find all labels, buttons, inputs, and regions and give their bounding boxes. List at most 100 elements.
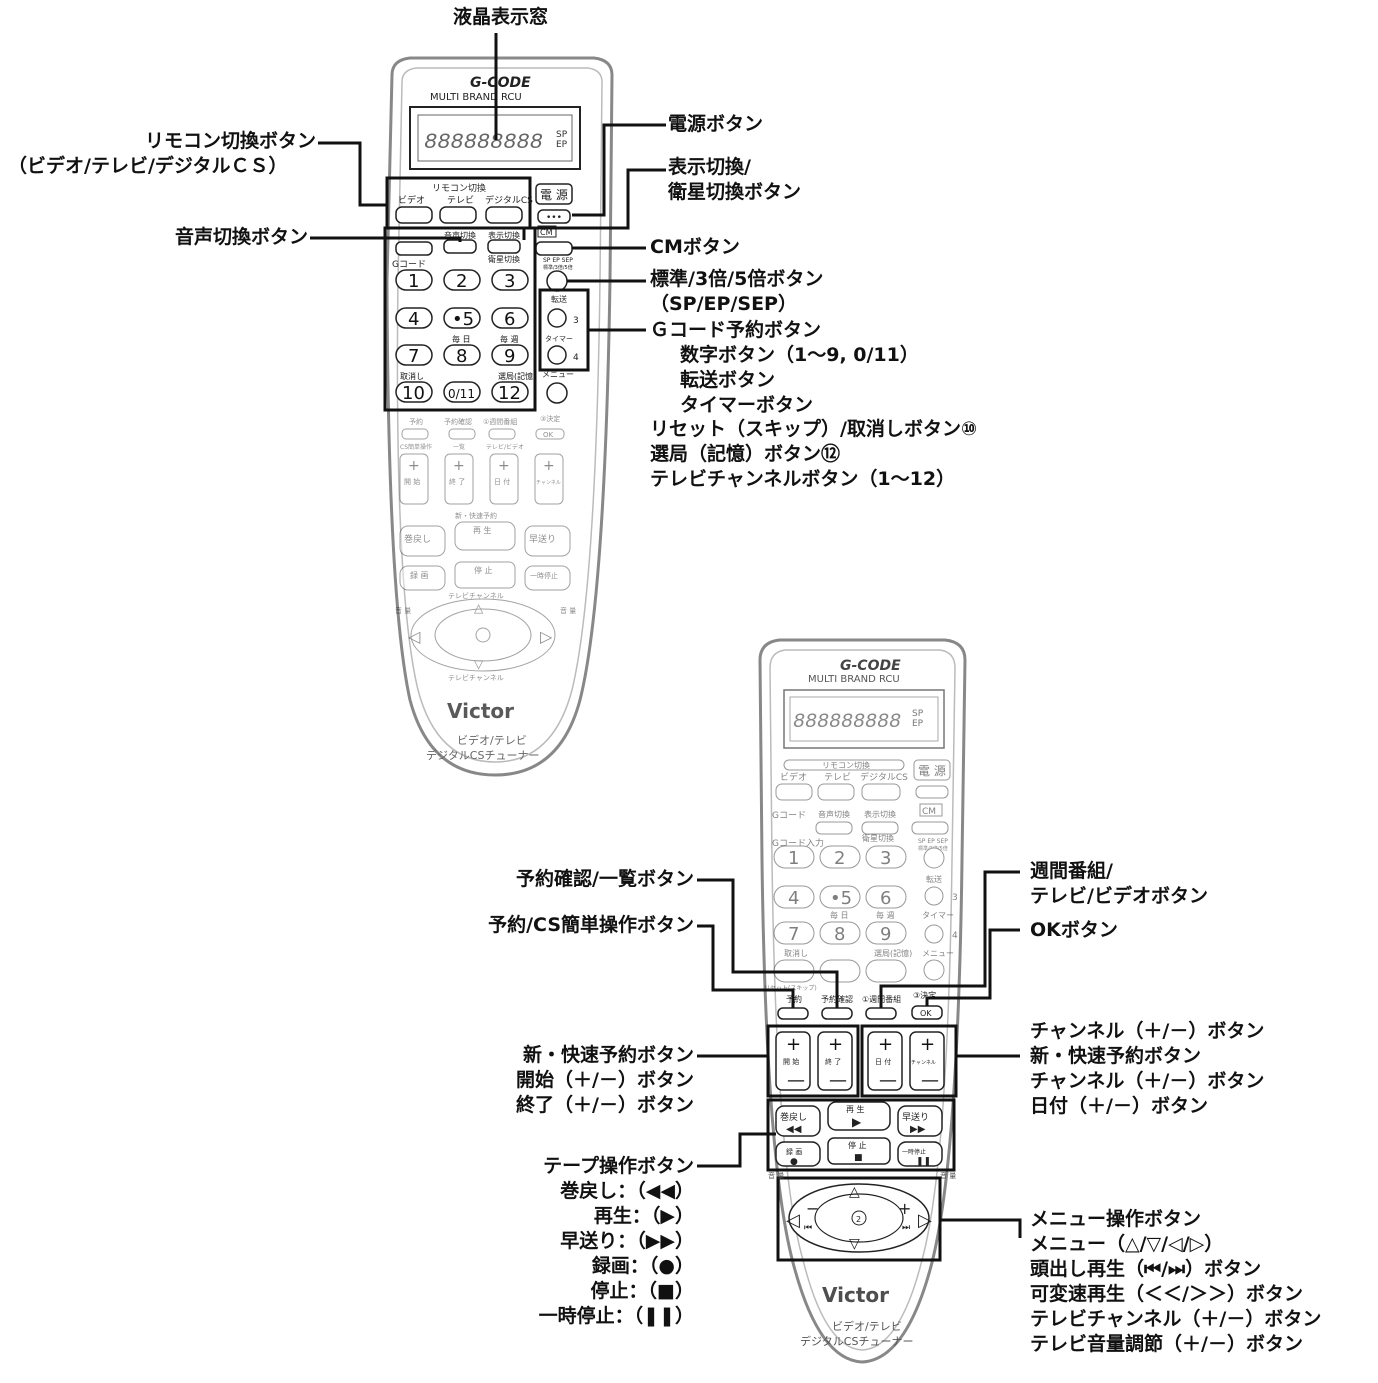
svg-text:メニュー: メニュー bbox=[542, 370, 574, 379]
svg-text:リモコン切換: リモコン切換 bbox=[822, 760, 870, 770]
svg-text:❚❚: ❚❚ bbox=[916, 1157, 931, 1167]
svg-text:日 付: 日 付 bbox=[494, 477, 510, 486]
svg-text:予約: 予約 bbox=[409, 417, 423, 426]
callout-tape-7: 一時停止：（❚❚） bbox=[538, 1305, 694, 1327]
top-transfer-button[interactable] bbox=[547, 308, 567, 328]
callout-new-right-3: チャンネル（＋/－）ボタン bbox=[1030, 1070, 1265, 1092]
svg-text:音声切換: 音声切換 bbox=[818, 809, 850, 819]
svg-text:+: + bbox=[828, 1034, 843, 1055]
top-tv-button[interactable] bbox=[439, 206, 477, 224]
callout-gcode-numbers: 数字ボタン（1～9, 0/11） bbox=[680, 344, 919, 366]
svg-text:デジタルCSチューナー: デジタルCSチューナー bbox=[426, 748, 539, 762]
bottom-ff-button[interactable] bbox=[897, 1105, 943, 1137]
top-key-4[interactable] bbox=[395, 307, 433, 329]
top-key-8[interactable] bbox=[443, 344, 481, 366]
top-key-1[interactable] bbox=[395, 269, 433, 291]
svg-text:毎 日: 毎 日 bbox=[830, 910, 849, 920]
svg-text:7: 7 bbox=[408, 346, 419, 367]
top-key-10[interactable] bbox=[395, 381, 433, 403]
callout-reset: リセット（スキップ）/取消しボタン⑩ bbox=[650, 418, 978, 440]
svg-text:標準/3倍/5倍: 標準/3倍/5倍 bbox=[543, 264, 573, 271]
svg-text:一時停止: 一時停止 bbox=[530, 571, 558, 580]
svg-text:SP EP SEP: SP EP SEP bbox=[918, 838, 948, 845]
bottom-end-button[interactable] bbox=[817, 1031, 853, 1091]
callout-power: 電源ボタン bbox=[668, 113, 764, 135]
callout-tape-4: 早送り：（▶▶） bbox=[560, 1230, 694, 1252]
svg-text:CM: CM bbox=[922, 807, 936, 817]
top-gcode-box bbox=[383, 226, 537, 412]
top-video-button[interactable] bbox=[395, 206, 433, 224]
svg-text:終 了: 終 了 bbox=[449, 477, 465, 486]
bottom-rec-button[interactable] bbox=[775, 1141, 821, 1167]
svg-text:+: + bbox=[898, 1199, 911, 1218]
svg-text:+: + bbox=[920, 1034, 935, 1055]
callout-display-2: 衛星切換ボタン bbox=[668, 181, 802, 203]
top-gcode-button[interactable] bbox=[395, 241, 433, 256]
top-cs-button[interactable] bbox=[485, 206, 523, 224]
svg-text:3: 3 bbox=[573, 316, 579, 326]
top-speed-button[interactable] bbox=[546, 270, 568, 292]
svg-text:•5: •5 bbox=[452, 309, 474, 330]
top-power-button[interactable] bbox=[537, 209, 571, 224]
svg-text:終 了: 終 了 bbox=[825, 1057, 841, 1066]
bottom-pause-button[interactable] bbox=[897, 1141, 943, 1167]
bottom-reserve-button[interactable] bbox=[777, 1007, 809, 1020]
svg-text:毎 週: 毎 週 bbox=[876, 910, 895, 920]
top-victor-logo: Victor bbox=[447, 699, 514, 723]
bottom-date-button[interactable] bbox=[867, 1031, 903, 1091]
bottom-play-button[interactable] bbox=[827, 1101, 891, 1131]
top-key-12[interactable] bbox=[491, 381, 529, 403]
bottom-channel-button[interactable] bbox=[909, 1031, 945, 1091]
bottom-start-button[interactable] bbox=[775, 1031, 811, 1091]
svg-text:早送り: 早送り bbox=[902, 1111, 929, 1123]
svg-text:巻戻し: 巻戻し bbox=[780, 1111, 807, 1123]
svg-text:⏮: ⏮ bbox=[804, 1223, 812, 1233]
top-key-9[interactable] bbox=[491, 344, 529, 366]
svg-text:音 量: 音 量 bbox=[940, 1171, 956, 1180]
top-menu-button[interactable] bbox=[546, 382, 568, 404]
svg-text:MULTI BRAND RCU: MULTI BRAND RCU bbox=[808, 674, 900, 685]
callout-audio: 音声切換ボタン bbox=[174, 226, 308, 248]
svg-text:EP: EP bbox=[556, 140, 568, 150]
callout-new-left-1: 新・快速予約ボタン bbox=[522, 1044, 694, 1066]
svg-text:▶▶: ▶▶ bbox=[910, 1124, 926, 1135]
svg-text:録 画: 録 画 bbox=[786, 1147, 802, 1156]
svg-text:—: — bbox=[879, 1070, 897, 1091]
svg-text:—: — bbox=[829, 1070, 847, 1091]
svg-text:録 画: 録 画 bbox=[410, 570, 429, 580]
callout-menu-3: 頭出し再生（⏮/⏭）ボタン bbox=[1030, 1258, 1262, 1280]
bottom-stop-button[interactable] bbox=[827, 1137, 891, 1165]
svg-text:3: 3 bbox=[504, 271, 515, 292]
top-key-6[interactable] bbox=[491, 307, 529, 329]
callout-tape-5: 録画：（●） bbox=[591, 1255, 694, 1277]
top-cm-button[interactable] bbox=[535, 241, 573, 256]
svg-text:テレビチャンネル: テレビチャンネル bbox=[448, 591, 504, 600]
top-key-0-11[interactable] bbox=[443, 381, 481, 403]
svg-text:音 量: 音 量 bbox=[395, 606, 411, 615]
top-timer-button[interactable] bbox=[547, 345, 567, 365]
callout-ok: OKボタン bbox=[1030, 919, 1118, 941]
top-display-button[interactable] bbox=[487, 239, 521, 254]
svg-text:8: 8 bbox=[456, 346, 467, 367]
bottom-reserve-check-button[interactable] bbox=[821, 1007, 853, 1020]
top-key-3[interactable] bbox=[491, 269, 529, 291]
svg-text:4: 4 bbox=[788, 888, 799, 909]
callout-tape-1: テープ操作ボタン bbox=[543, 1155, 694, 1177]
svg-text:日 付: 日 付 bbox=[875, 1057, 891, 1066]
bottom-weekly-button[interactable] bbox=[865, 1007, 897, 1020]
top-key-2[interactable] bbox=[443, 269, 481, 291]
top-brand-sub: MULTI BRAND RCU bbox=[430, 92, 522, 103]
bottom-victor-logo: Victor bbox=[822, 1283, 889, 1307]
top-key-7[interactable] bbox=[395, 344, 433, 366]
bottom-rewind-button[interactable] bbox=[775, 1105, 821, 1137]
svg-text:音声切換: 音声切換 bbox=[444, 230, 476, 240]
svg-text:開 始: 開 始 bbox=[404, 477, 420, 486]
top-key-5[interactable] bbox=[443, 307, 481, 329]
svg-text:停 止: 停 止 bbox=[474, 565, 493, 575]
svg-text:ビデオ/テレビ: ビデオ/テレビ bbox=[832, 1319, 902, 1333]
svg-text:SP EP SEP: SP EP SEP bbox=[543, 257, 573, 264]
top-remote-lower: 予約 予約確認 ①週間番組 ③決定 OK CS簡単操作 一覧 テレビ/ビデオ +… bbox=[395, 414, 576, 682]
top-lcd-digits: 888888888 bbox=[424, 130, 543, 155]
svg-text:7: 7 bbox=[788, 924, 799, 945]
svg-text:▽: ▽ bbox=[474, 657, 484, 671]
